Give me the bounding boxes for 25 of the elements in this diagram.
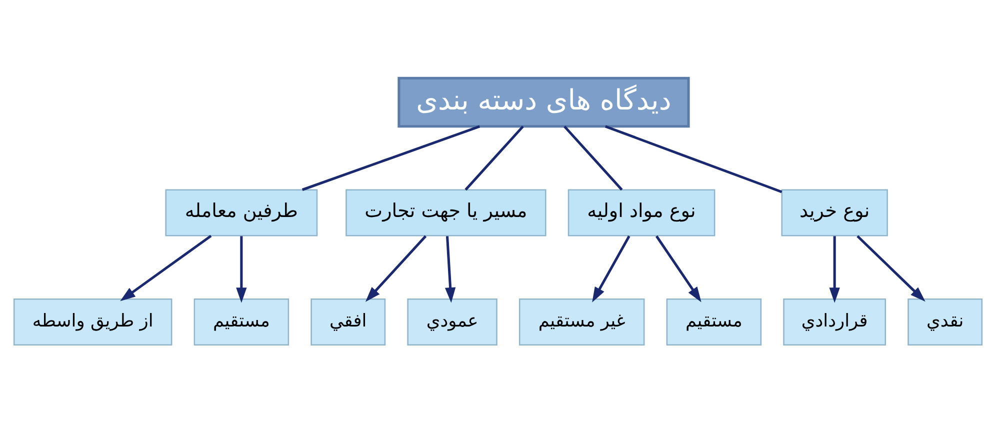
node-box: افقي bbox=[310, 298, 386, 346]
node-box: نقدي bbox=[907, 298, 982, 346]
connector bbox=[301, 125, 480, 191]
node-box: نوع خرید bbox=[780, 189, 888, 236]
arrow bbox=[236, 236, 246, 303]
connector bbox=[464, 126, 524, 191]
node-box: مسیر یا جهت تجارت bbox=[345, 189, 546, 236]
arrow bbox=[120, 234, 212, 302]
arrow bbox=[592, 236, 630, 302]
arrow bbox=[444, 236, 456, 303]
arrow bbox=[828, 236, 840, 303]
node-box: عمودي bbox=[406, 298, 497, 346]
connector bbox=[563, 126, 622, 191]
arrow bbox=[654, 235, 701, 302]
node-box: مستقیم bbox=[666, 298, 762, 346]
node-box: از طریق واسطه bbox=[12, 298, 172, 346]
node-box: قراردادي bbox=[782, 298, 886, 346]
node-box: مستقیم bbox=[193, 298, 289, 346]
node-box: غیر مستقیم bbox=[518, 298, 644, 346]
node-box: طرفین معامله bbox=[164, 189, 318, 236]
connector bbox=[604, 125, 782, 194]
arrow bbox=[364, 235, 426, 302]
node-box: دیدگاه های دسته بندی bbox=[397, 76, 690, 128]
node-box: نوع مواد اولیه bbox=[567, 189, 715, 236]
arrow bbox=[856, 235, 925, 302]
